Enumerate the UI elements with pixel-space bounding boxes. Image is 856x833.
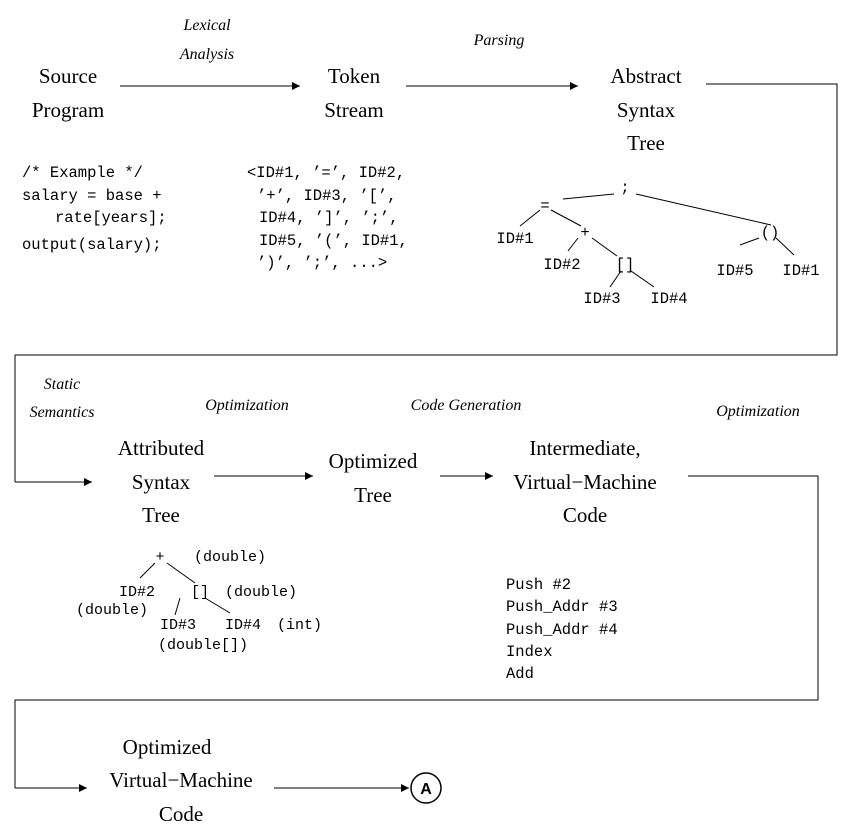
source-code-line: rate[years]; xyxy=(55,209,167,227)
connector-circle xyxy=(410,772,442,804)
connector-label: A xyxy=(420,781,432,798)
source-code-line: output(salary); xyxy=(22,236,162,254)
stage-attributed-line2: Syntax xyxy=(132,470,191,494)
ast-node-id: ID#1 xyxy=(496,230,533,248)
token-stream-line: <ID#1, ’=’, ID#2, xyxy=(247,164,405,182)
connector-line-2 xyxy=(14,475,819,788)
attr-type: (double) xyxy=(225,584,297,601)
vm-code-line: Push_Addr #4 xyxy=(506,621,618,639)
stage-source-line1: Source xyxy=(39,64,97,88)
token-stream-line: ID#5, ’(’, ID#1, xyxy=(259,232,408,250)
stage-ast-line1: Abstract xyxy=(610,64,681,88)
stage-token-line2: Stream xyxy=(324,98,383,122)
stage-token-line1: Token xyxy=(328,64,381,88)
stage-source-line2: Program xyxy=(32,98,104,122)
attr-type: (double) xyxy=(76,602,148,619)
ast-node-semicolon: ; xyxy=(620,179,629,197)
token-stream-line: ’+’, ID#3, ’[’, xyxy=(257,187,397,205)
source-code-line: salary = base + xyxy=(22,187,162,205)
stage-optimized-vm-line3: Code xyxy=(159,802,203,826)
stage-optimized-vm-line1: Optimized xyxy=(123,735,212,759)
phase-optimization-2: Optimization xyxy=(716,403,800,420)
attr-node-id: ID#2 xyxy=(119,584,155,601)
attr-node-id: ID#4 xyxy=(225,617,261,634)
abstract-syntax-tree: ; = ID#1 + ID#2 [] ID#3 ID#4 () ID#5 ID#… xyxy=(496,179,819,308)
attr-type: (double[]) xyxy=(158,637,248,654)
ast-node-call: () xyxy=(761,224,780,242)
vm-code-line: Push #2 xyxy=(506,576,571,594)
phase-lexical-line2: Analysis xyxy=(179,46,234,63)
ast-node-id: ID#2 xyxy=(543,256,580,274)
stage-attributed-line1: Attributed xyxy=(118,436,205,460)
phase-code-generation: Code Generation xyxy=(411,397,522,414)
phase-parsing: Parsing xyxy=(473,32,525,49)
phase-static-line1: Static xyxy=(44,376,80,393)
vm-code-line: Push_Addr #3 xyxy=(506,598,618,616)
vm-code-line: Add xyxy=(506,665,534,683)
ast-node-id: ID#4 xyxy=(650,290,687,308)
ast-node-plus: + xyxy=(580,224,589,242)
ast-node-id: ID#5 xyxy=(716,262,753,280)
stage-attributed-line3: Tree xyxy=(142,503,180,527)
ast-node-assign: = xyxy=(540,197,549,215)
attr-node-id: ID#3 xyxy=(160,617,196,634)
phase-static-line2: Semantics xyxy=(30,404,95,421)
ast-node-id: ID#1 xyxy=(782,262,819,280)
attr-node-index: [] xyxy=(191,584,209,601)
stage-intermediate-line1: Intermediate, xyxy=(529,436,640,460)
stage-optimized-vm-line2: Virtual−Machine xyxy=(109,768,253,792)
stage-intermediate-line2: Virtual−Machine xyxy=(513,470,657,494)
token-stream-line: ’)’, ’;’, ...> xyxy=(257,254,387,272)
attr-type: (double) xyxy=(194,549,266,566)
token-stream-line: ID#4, ’]’, ’;’, xyxy=(259,209,399,227)
stage-ast-line2: Syntax xyxy=(617,98,676,122)
stage-ast-line3: Tree xyxy=(627,131,665,155)
source-code-line: /* Example */ xyxy=(22,164,143,182)
stage-optimized-tree-line1: Optimized xyxy=(329,449,418,473)
attr-node-plus: + xyxy=(155,549,164,566)
attributed-syntax-tree: + (double) ID#2 (double) [] (double) ID#… xyxy=(76,549,322,654)
stage-optimized-tree-line2: Tree xyxy=(354,483,392,507)
attr-type: (int) xyxy=(277,617,322,634)
vm-code-line: Index xyxy=(506,643,553,661)
ast-node-index: [] xyxy=(616,256,635,274)
phase-optimization-1: Optimization xyxy=(205,397,289,414)
stage-intermediate-line3: Code xyxy=(563,503,607,527)
phase-lexical-line1: Lexical xyxy=(182,17,231,34)
connector-line-1 xyxy=(14,83,838,482)
ast-node-id: ID#3 xyxy=(583,290,620,308)
